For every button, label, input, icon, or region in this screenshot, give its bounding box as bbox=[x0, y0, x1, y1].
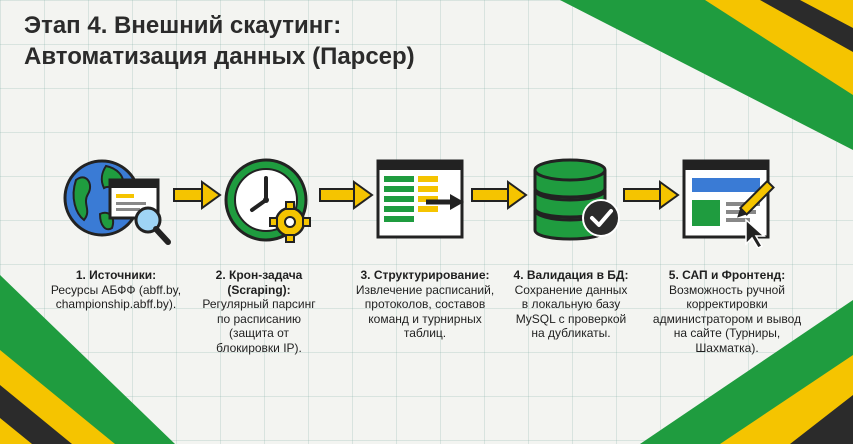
page-title: Этап 4. Внешний скаутинг: Автоматизация … bbox=[24, 10, 415, 72]
arrow-3-to-4 bbox=[471, 180, 528, 210]
arrow-2-to-3 bbox=[319, 180, 374, 210]
step-3-title: 3. Структурирование: bbox=[360, 268, 490, 282]
step-5-text: Возможность ручной корректировки админис… bbox=[652, 282, 802, 355]
database-check-icon bbox=[533, 158, 620, 241]
step-1-title: 1. Источники: bbox=[75, 268, 157, 282]
title-line-1: Этап 4. Внешний скаутинг: bbox=[24, 12, 342, 39]
title-line-2: Автоматизация данных (Парсер) bbox=[24, 43, 415, 70]
step-2: 2. Крон-задача (Scraping): Регулярный па… bbox=[200, 268, 318, 355]
clock-gear-icon bbox=[224, 158, 311, 243]
step-2-title: 2. Крон-задача (Scraping): bbox=[215, 268, 303, 297]
step-4-text: Сохранение данных в локальную базу MySQL… bbox=[514, 282, 628, 341]
step-1-text: Ресурсы АБФФ (abff.by, championship.abff… bbox=[50, 282, 182, 312]
step-3: 3. Структурирование: Извлечение расписан… bbox=[352, 268, 498, 341]
step-5: 5. САП и Фронтенд: Возможность ручной ко… bbox=[652, 268, 802, 355]
globe-magnifier-icon bbox=[63, 159, 171, 245]
arrow-4-to-5 bbox=[623, 180, 680, 210]
webpage-edit-icon bbox=[682, 159, 775, 248]
step-1: 1. Источники: Ресурсы АБФФ (abff.by, cha… bbox=[41, 268, 191, 312]
arrow-1-to-2 bbox=[173, 180, 222, 210]
step-4: 4. Валидация в БД: Сохранение данных в л… bbox=[512, 268, 630, 341]
step-3-text: Извлечение расписаний, протоколов, соста… bbox=[355, 282, 495, 341]
table-arrow-icon bbox=[376, 159, 464, 239]
step-2-text: Регулярный парсинг по расписанию (защита… bbox=[202, 297, 316, 355]
step-5-title: 5. САП и Фронтенд: bbox=[668, 268, 786, 282]
step-4-title: 4. Валидация в БД: bbox=[513, 268, 629, 282]
